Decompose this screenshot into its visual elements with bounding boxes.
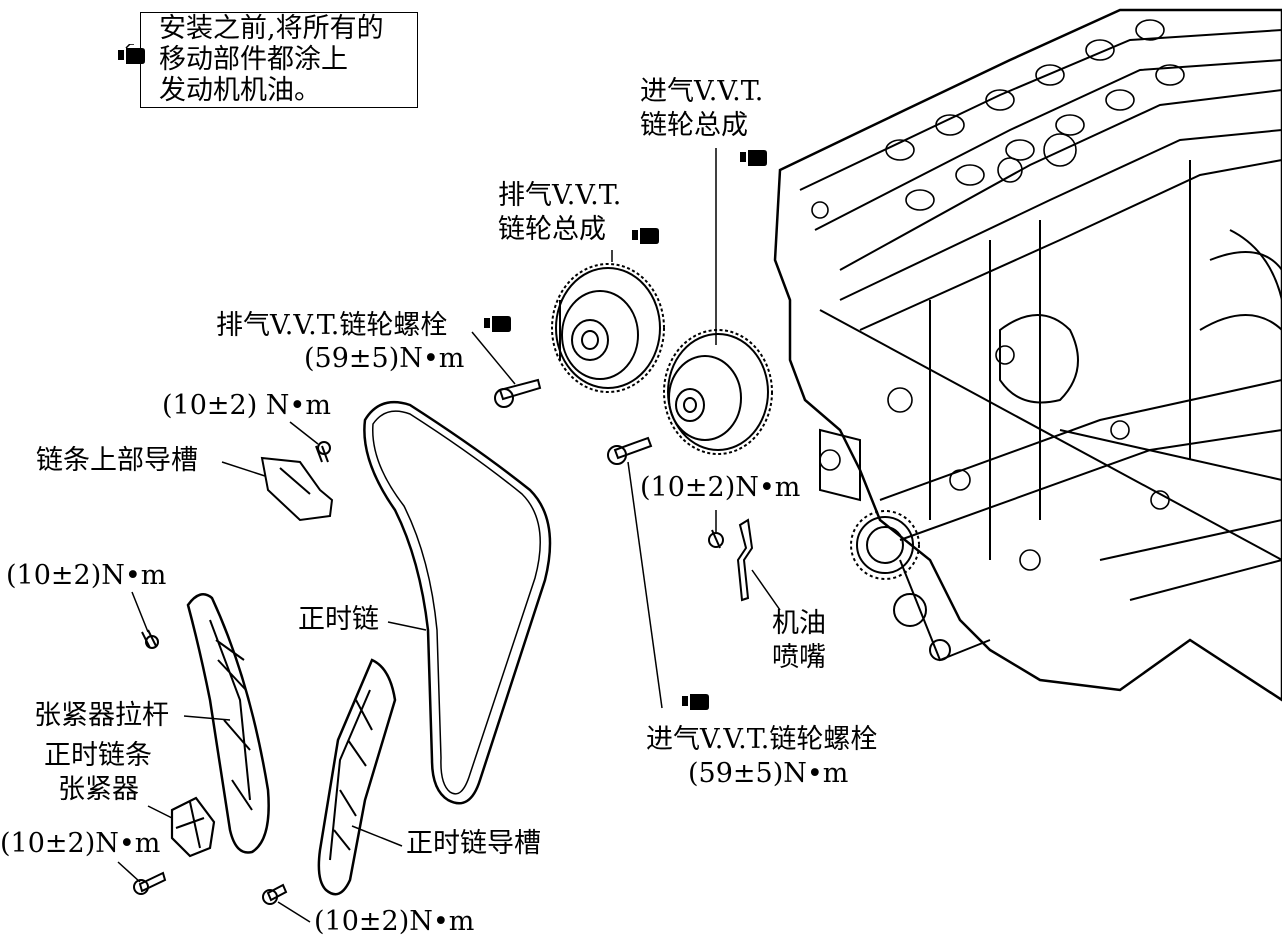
- oil-nozzle-label-line2: 喷嘴: [772, 642, 826, 673]
- exhaust-vvt-label-line2: 链轮总成: [498, 214, 606, 245]
- timing-chain: [363, 400, 552, 805]
- oil-nozzle-torque: (10±2)N•m: [640, 472, 801, 503]
- timing-chain-guide-label: 正时链导槽: [406, 828, 541, 859]
- note-line-3: 发动机机油。: [159, 75, 321, 106]
- tensioner-bolt: [133, 871, 167, 895]
- guide-bottom-bolt: [262, 883, 288, 905]
- oil-nozzle-bolt: [708, 529, 724, 549]
- upper-chain-guide: [260, 456, 334, 522]
- timing-chain-label: 正时链: [298, 604, 379, 635]
- intake-vvt-sprocket: [663, 329, 773, 455]
- lubrication-note: 安装之前,将所有的 移动部件都涂上 发动机机油。: [140, 12, 418, 108]
- exhaust-bolt-label: 排气V.V.T.链轮螺栓: [216, 310, 448, 341]
- engine-block: [773, 8, 1282, 702]
- exhaust-vvt-label-line1: 排气V.V.T.: [498, 180, 622, 211]
- chain-tensioner: [170, 796, 216, 858]
- timing-chain-guide: [317, 658, 397, 896]
- chain-tensioner-label-line2: 张紧器: [58, 774, 139, 805]
- oil-can-icon: [740, 150, 767, 166]
- oil-can-icon: [632, 228, 659, 244]
- upper-chain-guide-label: 链条上部导槽: [36, 445, 198, 476]
- intake-vvt-label-line2: 链轮总成: [640, 110, 748, 141]
- oil-can-icon: [484, 316, 511, 332]
- note-line-2: 移动部件都涂上: [159, 44, 348, 75]
- oil-nozzle: [736, 518, 754, 602]
- tensioner-torque: (10±2)N•m: [0, 828, 161, 859]
- intake-vvt-label-line1: 进气V.V.T.: [640, 76, 764, 107]
- note-line-1: 安装之前,将所有的: [159, 13, 384, 44]
- chain-tensioner-arm: [186, 593, 270, 854]
- intake-vvt-bolt: [607, 436, 653, 465]
- upper-guide-torque: (10±2) N•m: [162, 390, 331, 421]
- oil-can-icon: [682, 694, 709, 710]
- upper-guide-bolt: [315, 441, 331, 463]
- intake-bolt-torque: (59±5)N•m: [688, 758, 849, 789]
- tensioner-arm-torque: (10±2)N•m: [6, 560, 167, 591]
- guide-bottom-torque: (10±2)N•m: [314, 906, 475, 937]
- tensioner-arm-label: 张紧器拉杆: [34, 700, 169, 731]
- intake-bolt-label: 进气V.V.T.链轮螺栓: [646, 724, 878, 755]
- oil-nozzle-label-line1: 机油: [772, 608, 826, 639]
- exhaust-bolt-torque: (59±5)N•m: [304, 343, 465, 374]
- chain-tensioner-label-line1: 正时链条: [44, 740, 152, 771]
- tensioner-arm-bolt: [141, 629, 159, 649]
- leader-lines: [117, 148, 781, 923]
- exhaust-vvt-bolt: [494, 378, 542, 408]
- oil-can-icon: [118, 44, 145, 64]
- exhaust-vvt-sprocket: [551, 263, 665, 393]
